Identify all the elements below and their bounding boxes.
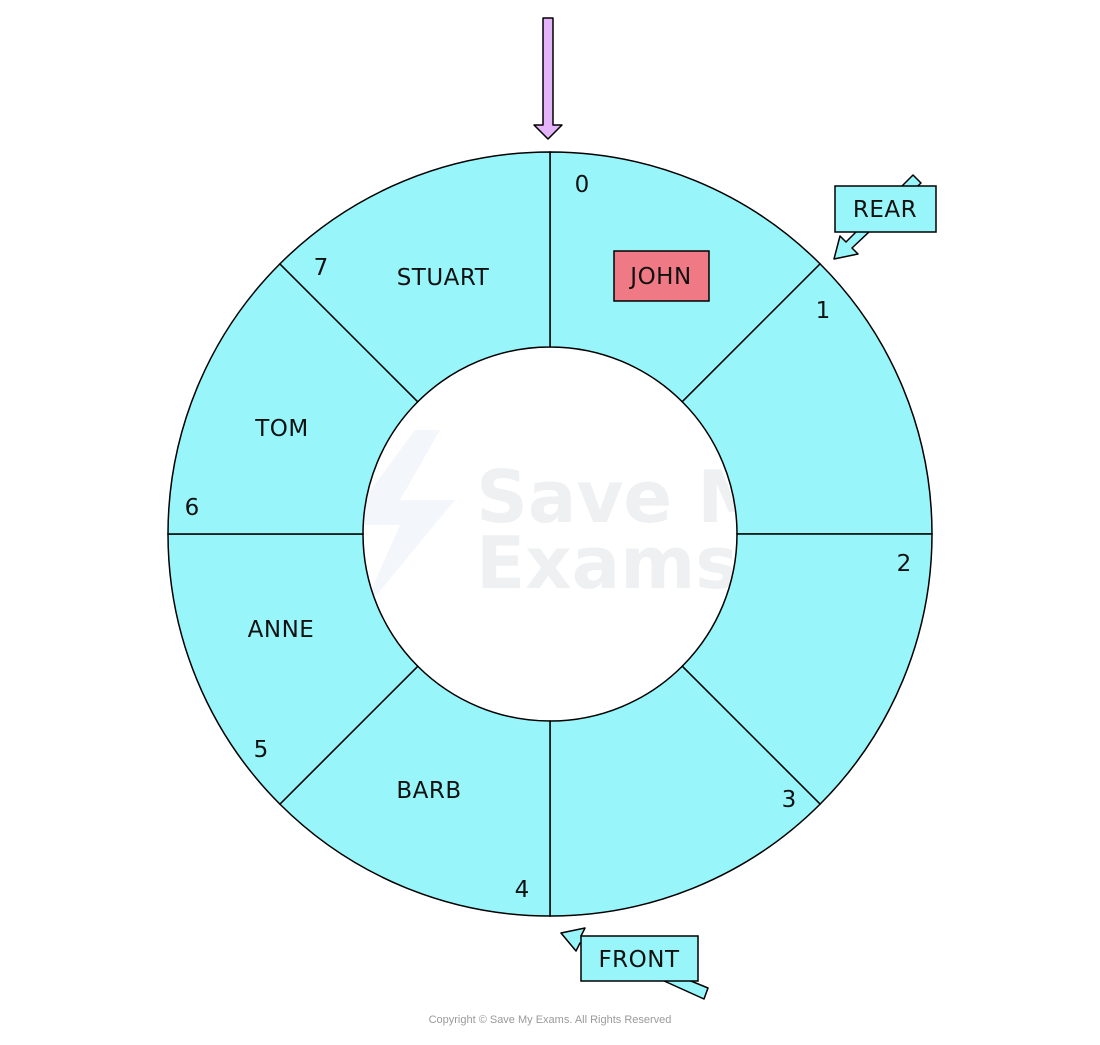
highlighted-item-box: [613, 250, 710, 302]
segment-index-7: 7: [314, 255, 329, 281]
rear-pointer-box: [834, 185, 937, 233]
rear-pointer-label: REAR: [853, 197, 917, 223]
segment-index-1: 1: [816, 298, 831, 324]
segment-index-2: 2: [897, 551, 912, 577]
watermark-line-2: Exams: [476, 521, 738, 605]
queue-item-tom: TOM: [254, 416, 309, 442]
front-pointer-label: FRONT: [598, 947, 680, 973]
segment-values: JOHN BARB ANNE TOM STUART: [248, 264, 692, 804]
segment-index-6: 6: [185, 495, 200, 521]
queue-item-john: JOHN: [628, 264, 691, 290]
queue-segment-6: [167, 262, 419, 535]
queue-segment-7: [278, 151, 551, 403]
segment-indices: 0 1 2 3 4 5 6 7: [185, 172, 912, 903]
queue-segment-1: [681, 262, 933, 535]
queue-segment-4: [278, 665, 551, 917]
queue-segment-5: [167, 533, 419, 806]
copyright-notice: Copyright © Save My Exams. All Rights Re…: [428, 1014, 672, 1026]
segment-index-0: 0: [575, 172, 590, 198]
queue-item-barb: BARB: [396, 778, 461, 804]
front-pointer-box: [580, 935, 699, 982]
segment-index-5: 5: [254, 737, 269, 763]
segment-index-4: 4: [515, 877, 530, 903]
queue-item-stuart: STUART: [397, 265, 490, 291]
segment-index-3: 3: [782, 787, 797, 813]
queue-item-anne: ANNE: [248, 617, 315, 643]
queue-segment-2: [681, 533, 933, 806]
watermark-bolt-icon: [345, 430, 455, 615]
queue-segment-3: [549, 665, 822, 917]
down-arrow-icon: [533, 17, 563, 140]
queue-ring: [167, 151, 933, 917]
